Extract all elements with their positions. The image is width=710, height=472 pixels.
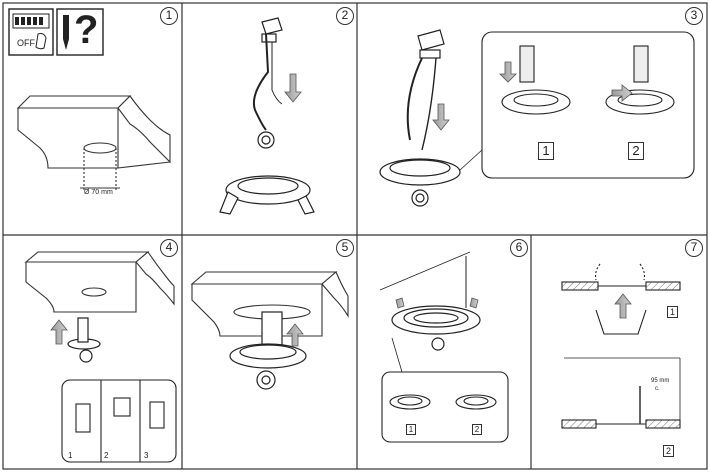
step3-option-2-label: 2 <box>628 142 644 160</box>
switch-off-label: OFF <box>17 38 35 48</box>
step-4-number: 4 <box>160 239 178 257</box>
arrow-up-step7 <box>614 293 632 319</box>
hole-dimension-label: Ø 70 mm <box>84 189 113 196</box>
step-6-number: 6 <box>510 239 528 257</box>
arrow-up-step4 <box>50 319 68 345</box>
step7-option-2-label: 2 <box>663 445 674 457</box>
step1-ceiling-slab <box>16 95 171 190</box>
step4-option-1-label: 1 <box>68 451 73 460</box>
step6-detail-box <box>381 337 509 443</box>
step1-switch-off-icon <box>8 8 54 56</box>
step5-ceiling-slab <box>190 271 349 337</box>
step3-connection-and-lamp <box>379 29 461 207</box>
arrow-down-detail-1 <box>499 61 517 83</box>
step2-junction-and-cable <box>252 17 283 149</box>
step7-option-1-label: 1 <box>667 306 678 318</box>
step-2-number: 2 <box>336 7 354 25</box>
step5-lamp-pushed-in <box>229 311 307 390</box>
step-1-number: 1 <box>160 7 178 25</box>
arrow-up-step5 <box>286 323 304 347</box>
step-5-number: 5 <box>336 239 354 257</box>
step3-option-1-label: 1 <box>538 142 554 160</box>
step6-lamp-ring <box>379 251 481 351</box>
depth-value-label: 95 mm <box>651 378 670 384</box>
step6-option-2-label: 2 <box>472 424 482 435</box>
step4-lamp-raised <box>67 317 101 363</box>
arrow-down-step3 <box>432 103 450 131</box>
step4-option-2-label: 2 <box>104 451 109 460</box>
step4-option-3-label: 3 <box>144 451 149 460</box>
step2-lamp-ring <box>219 175 315 215</box>
step3-detail-box <box>459 31 695 179</box>
question-mark: ? <box>74 8 99 52</box>
arrow-down-step2 <box>284 73 302 103</box>
step4-ceiling-slab <box>24 251 175 313</box>
depth-note-label: c. <box>655 386 660 392</box>
step1-no-screws-icon <box>56 8 104 56</box>
step-7-number: 7 <box>685 239 703 257</box>
arrow-tilt-step6 <box>395 297 479 309</box>
step4-detail-box <box>61 379 177 463</box>
step-3-number: 3 <box>685 7 703 25</box>
arrow-right-detail-2 <box>611 84 633 102</box>
step7-top-section <box>561 263 681 335</box>
step7-bottom-section <box>561 357 681 429</box>
step6-option-1-label: 1 <box>406 424 416 435</box>
